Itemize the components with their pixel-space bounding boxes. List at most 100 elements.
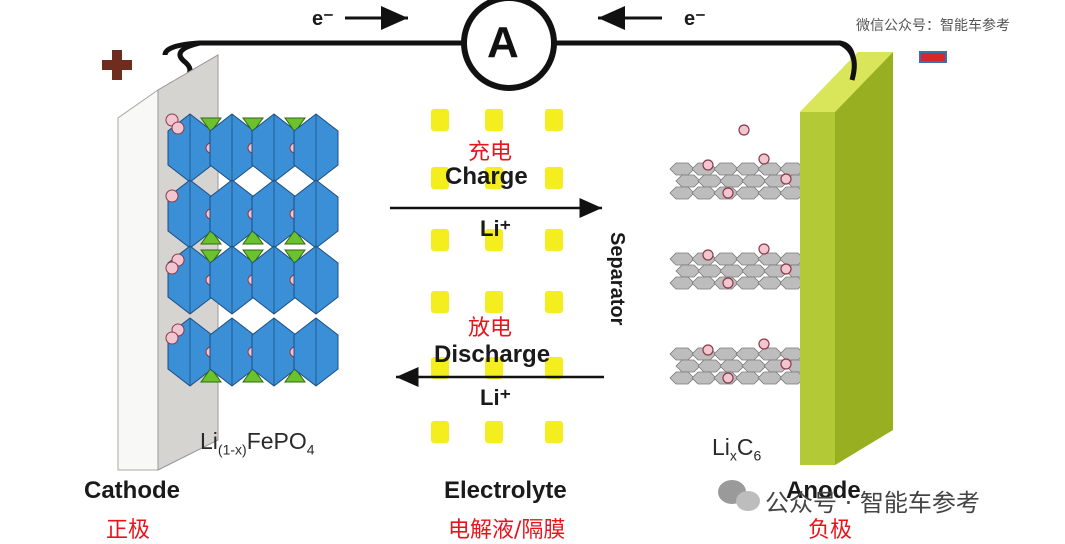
graphene-hexagon bbox=[719, 359, 745, 373]
graphene-hexagon bbox=[735, 276, 761, 290]
watermark-top: 微信公众号：智能车参考 bbox=[856, 18, 1010, 34]
tetrahedron bbox=[284, 229, 306, 245]
tetrahedron bbox=[200, 367, 222, 383]
separator-pore bbox=[545, 421, 563, 443]
lithium-ion bbox=[758, 153, 770, 165]
graphene-hexagon bbox=[719, 264, 745, 278]
separator-pore bbox=[431, 109, 449, 131]
graphene-hexagon bbox=[713, 347, 739, 361]
separator-pore bbox=[485, 421, 503, 443]
graphene-hexagon bbox=[741, 264, 767, 278]
lithium-ion bbox=[165, 331, 179, 345]
graphene-hexagon bbox=[669, 252, 695, 266]
discharge-label-en: Discharge bbox=[434, 341, 551, 368]
tetrahedron bbox=[200, 249, 222, 265]
electrolyte-label-cn: 电解液/隔膜 bbox=[448, 518, 566, 543]
lithium-ion bbox=[722, 187, 734, 199]
cathode-label-cn: 正极 bbox=[106, 518, 151, 543]
anode-plate bbox=[800, 52, 893, 465]
separator-pore bbox=[485, 229, 503, 251]
discharge-label-cn: 放电 bbox=[468, 316, 513, 341]
ammeter-circle bbox=[461, 0, 557, 91]
separator-pore bbox=[431, 229, 449, 251]
watermark-bottom: 公众号 · 智能车参考 bbox=[765, 489, 980, 517]
graphene-hexagon bbox=[757, 186, 783, 200]
graphene-hexagon bbox=[735, 371, 761, 385]
tetrahedron bbox=[200, 229, 222, 245]
lithium-ion bbox=[165, 261, 179, 275]
lithium-ion bbox=[165, 189, 179, 203]
tetrahedron bbox=[242, 249, 264, 265]
graphene-hexagon bbox=[713, 252, 739, 266]
lithium-ion bbox=[780, 358, 792, 370]
tetrahedron bbox=[242, 367, 264, 383]
separator-pore bbox=[485, 291, 503, 313]
tetrahedron bbox=[200, 117, 222, 133]
graphene-hexagon bbox=[735, 347, 761, 361]
separator-pore bbox=[545, 109, 563, 131]
graphene-hexagon bbox=[757, 347, 783, 361]
electrolyte-label-en: Electrolyte bbox=[444, 477, 567, 504]
graphene-hexagon bbox=[757, 371, 783, 385]
tetrahedron bbox=[284, 367, 306, 383]
cathode-label-en: Cathode bbox=[84, 477, 180, 504]
graphene-hexagon bbox=[691, 186, 717, 200]
graphene-hexagon bbox=[691, 276, 717, 290]
separator-pore bbox=[545, 167, 563, 189]
graphene-hexagon bbox=[697, 174, 723, 188]
graphene-hexagon bbox=[757, 162, 783, 176]
lithium-ion bbox=[702, 249, 714, 261]
graphene-hexagon bbox=[741, 359, 767, 373]
graphene-hexagon bbox=[697, 359, 723, 373]
graphene-hexagon bbox=[757, 252, 783, 266]
lifepo4-crystal-lattice bbox=[165, 113, 339, 387]
graphene-hexagon bbox=[669, 347, 695, 361]
charge-label-cn: 充电 bbox=[468, 140, 513, 165]
graphene-hexagon bbox=[669, 186, 695, 200]
graphene-hexagon bbox=[669, 276, 695, 290]
graphene-hexagon bbox=[713, 162, 739, 176]
separator-pore bbox=[431, 357, 449, 379]
graphene-hexagon bbox=[675, 264, 701, 278]
graphene-hexagon bbox=[741, 174, 767, 188]
negative-terminal-icon bbox=[919, 51, 947, 63]
discharge-ion-label: Li⁺ bbox=[480, 385, 512, 410]
separator-pore bbox=[545, 229, 563, 251]
lithium-ion bbox=[722, 277, 734, 289]
graphene-hexagon bbox=[669, 371, 695, 385]
charge-ion-label: Li⁺ bbox=[480, 216, 512, 241]
separator-pore bbox=[485, 357, 503, 379]
positive-terminal-icon bbox=[102, 50, 132, 80]
anode-formula: LixC6 bbox=[712, 434, 762, 464]
lithium-ion bbox=[738, 124, 750, 136]
wechat-icon bbox=[718, 480, 760, 511]
graphene-hexagon bbox=[691, 371, 717, 385]
lithium-ion bbox=[780, 263, 792, 275]
tetrahedron bbox=[284, 249, 306, 265]
graphene-hexagon bbox=[719, 174, 745, 188]
electron-label-left: e⁻ bbox=[312, 8, 334, 30]
lithium-ion bbox=[171, 121, 185, 135]
tetrahedron bbox=[242, 229, 264, 245]
tetrahedron bbox=[284, 117, 306, 133]
separator-membrane bbox=[431, 109, 563, 443]
lithium-ion bbox=[758, 338, 770, 350]
separator-pore bbox=[485, 109, 503, 131]
separator-pore bbox=[431, 167, 449, 189]
graphene-hexagon bbox=[735, 162, 761, 176]
lithium-ion bbox=[780, 173, 792, 185]
graphene-hexagon bbox=[735, 186, 761, 200]
ammeter-label: A bbox=[487, 18, 519, 67]
electron-label-right: e⁻ bbox=[684, 8, 706, 30]
charge-label-en: Charge bbox=[445, 163, 528, 190]
separator-pore bbox=[545, 291, 563, 313]
graphene-hexagon bbox=[675, 359, 701, 373]
anode-label-en: Anode bbox=[786, 477, 861, 504]
anode-wire-end bbox=[838, 40, 857, 81]
separator-pore bbox=[485, 167, 503, 189]
graphene-hexagon bbox=[697, 264, 723, 278]
separator-pore bbox=[431, 291, 449, 313]
graphene-hexagon bbox=[735, 252, 761, 266]
graphene-hexagon bbox=[675, 174, 701, 188]
